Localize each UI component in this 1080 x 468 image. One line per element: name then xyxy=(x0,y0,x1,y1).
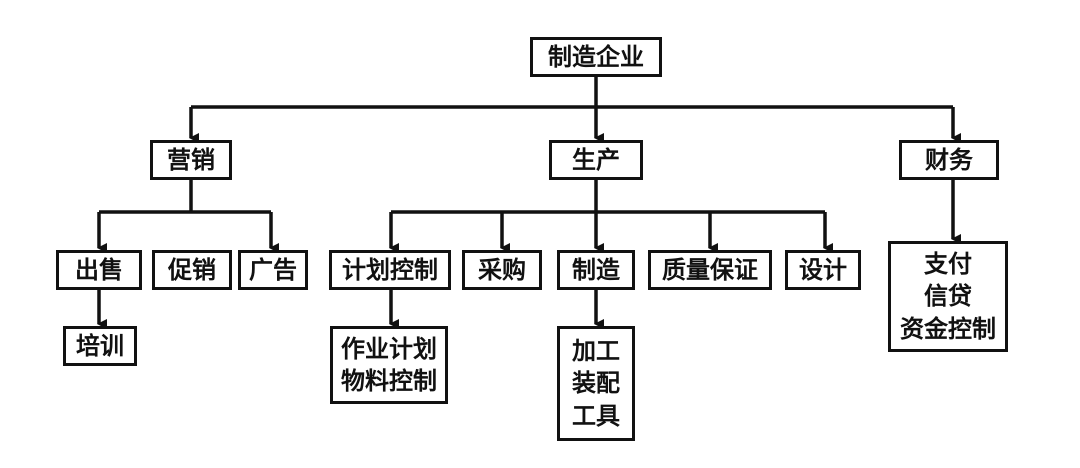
node-root: 制造企业 xyxy=(530,37,662,77)
node-plan-details: 作业计划 物料控制 xyxy=(330,326,448,404)
node-purchasing: 采购 xyxy=(462,250,542,290)
node-production: 生产 xyxy=(549,140,643,180)
node-manufacturing-details: 加工 装配 工具 xyxy=(557,326,635,441)
node-finance-details: 支付 信贷 资金控制 xyxy=(888,241,1008,352)
node-promotion: 促销 xyxy=(152,250,232,290)
node-advertising: 广告 xyxy=(238,250,308,290)
node-finance: 财务 xyxy=(899,140,999,180)
node-marketing: 营销 xyxy=(150,140,232,180)
node-quality: 质量保证 xyxy=(648,250,772,290)
node-training: 培训 xyxy=(63,326,137,366)
node-plan-control: 计划控制 xyxy=(329,250,451,290)
node-manufacturing: 制造 xyxy=(557,250,635,290)
node-design: 设计 xyxy=(785,250,861,290)
node-sales: 出售 xyxy=(56,250,142,290)
